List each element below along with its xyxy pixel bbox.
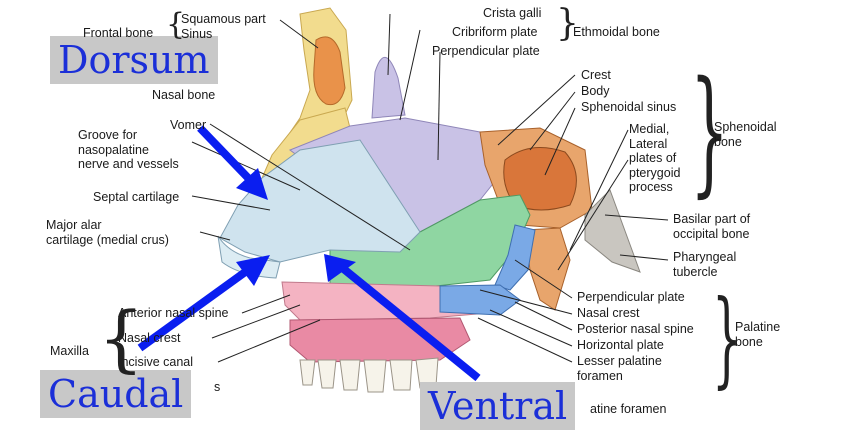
caudal-label: Caudal bbox=[40, 370, 192, 418]
label-major-alar: Major alar cartilage (medial crus) bbox=[46, 218, 169, 247]
ventral-arrowhead bbox=[324, 254, 356, 282]
label-maxilla: Maxilla bbox=[50, 344, 89, 358]
frontal-bone-brace: { bbox=[166, 7, 186, 42]
label-sphenoidal-sinus: Sphenoidal sinus bbox=[581, 100, 677, 114]
ventral-label: Ventral bbox=[420, 382, 576, 430]
ventral-arrow bbox=[337, 262, 481, 382]
label-sinus: Sinus bbox=[181, 27, 213, 41]
palatine-brace: } bbox=[712, 277, 742, 399]
caudal-arrowhead bbox=[236, 255, 270, 286]
label-ethmoidal-bone: Ethmoidal bone bbox=[573, 25, 660, 39]
label-frontal-bone: Frontal bone bbox=[83, 26, 154, 40]
label-palatine-bone: Palatine bone bbox=[735, 320, 781, 349]
label-groove: Groove for nasopalatine nerve and vessel… bbox=[78, 128, 179, 171]
label-crista-galli: Crista galli bbox=[483, 6, 542, 20]
leader-lines bbox=[191, 13, 669, 363]
maxilla-brace: { bbox=[98, 296, 144, 380]
label-nasal-bone: Nasal bone bbox=[152, 88, 216, 102]
major-alar-cartilage bbox=[217, 235, 281, 279]
dorsum-label: Dorsum bbox=[50, 36, 218, 84]
sphenoid-sinus bbox=[503, 147, 577, 211]
label-posterior-nasal-spine: Posterior nasal spine bbox=[577, 322, 694, 336]
maxilla-body bbox=[289, 317, 471, 363]
overlay-arrows bbox=[137, 125, 481, 382]
label-sphenoidal-bone: Sphenoidal bone bbox=[714, 120, 777, 149]
label-basilar-part: Basilar part of occipital bone bbox=[673, 212, 751, 241]
label-cribriform-plate: Cribriform plate bbox=[452, 25, 538, 39]
label-lesser-palatine: Lesser palatine foramen bbox=[577, 354, 662, 383]
dorsum-arrow bbox=[197, 125, 255, 185]
palatine-perpendicular-plate bbox=[494, 224, 536, 291]
teeth bbox=[299, 357, 439, 393]
sphenoidal-brace: } bbox=[690, 53, 729, 211]
frontal-sinus bbox=[313, 36, 346, 106]
basilar-occipital bbox=[584, 189, 641, 273]
label-perpendicular-plate-ethmoid: Perpendicular plate bbox=[432, 44, 540, 58]
label-septal-cartilage: Septal cartilage bbox=[93, 190, 180, 204]
dorsum-arrowhead bbox=[236, 168, 268, 200]
caudal-arrow bbox=[137, 266, 251, 352]
label-pharyngeal-tubercle: Pharyngeal tubercle bbox=[673, 250, 737, 279]
palatine-horizontal-plate bbox=[439, 284, 521, 316]
label-horizontal-plate: Horizontal plate bbox=[577, 338, 664, 352]
label-pterygoid: Medial, Lateral plates of pterygoid proc… bbox=[629, 122, 681, 194]
ethmoidal-brace: } bbox=[556, 3, 579, 44]
label-greater-palatine: atine foramen bbox=[590, 402, 667, 416]
label-incisive-canal: Incisive canal bbox=[118, 355, 194, 369]
label-nasal-crest-palatine: Nasal crest bbox=[577, 306, 640, 320]
label-perpendicular-plate-palatine: Perpendicular plate bbox=[577, 290, 685, 304]
label-squamous-part: Squamous part bbox=[181, 12, 266, 26]
crista-galli bbox=[371, 57, 406, 119]
label-crest: Crest bbox=[581, 68, 611, 82]
label-anterior-nasal-spine: Anterior nasal spine bbox=[118, 306, 229, 320]
label-nasal-crest-maxilla: Nasal crest bbox=[118, 331, 181, 345]
label-vomer: Vomer bbox=[170, 118, 207, 132]
label-body: Body bbox=[581, 84, 610, 98]
septal-cartilage bbox=[219, 139, 421, 263]
label-alveolar-fragment: s bbox=[214, 380, 221, 394]
